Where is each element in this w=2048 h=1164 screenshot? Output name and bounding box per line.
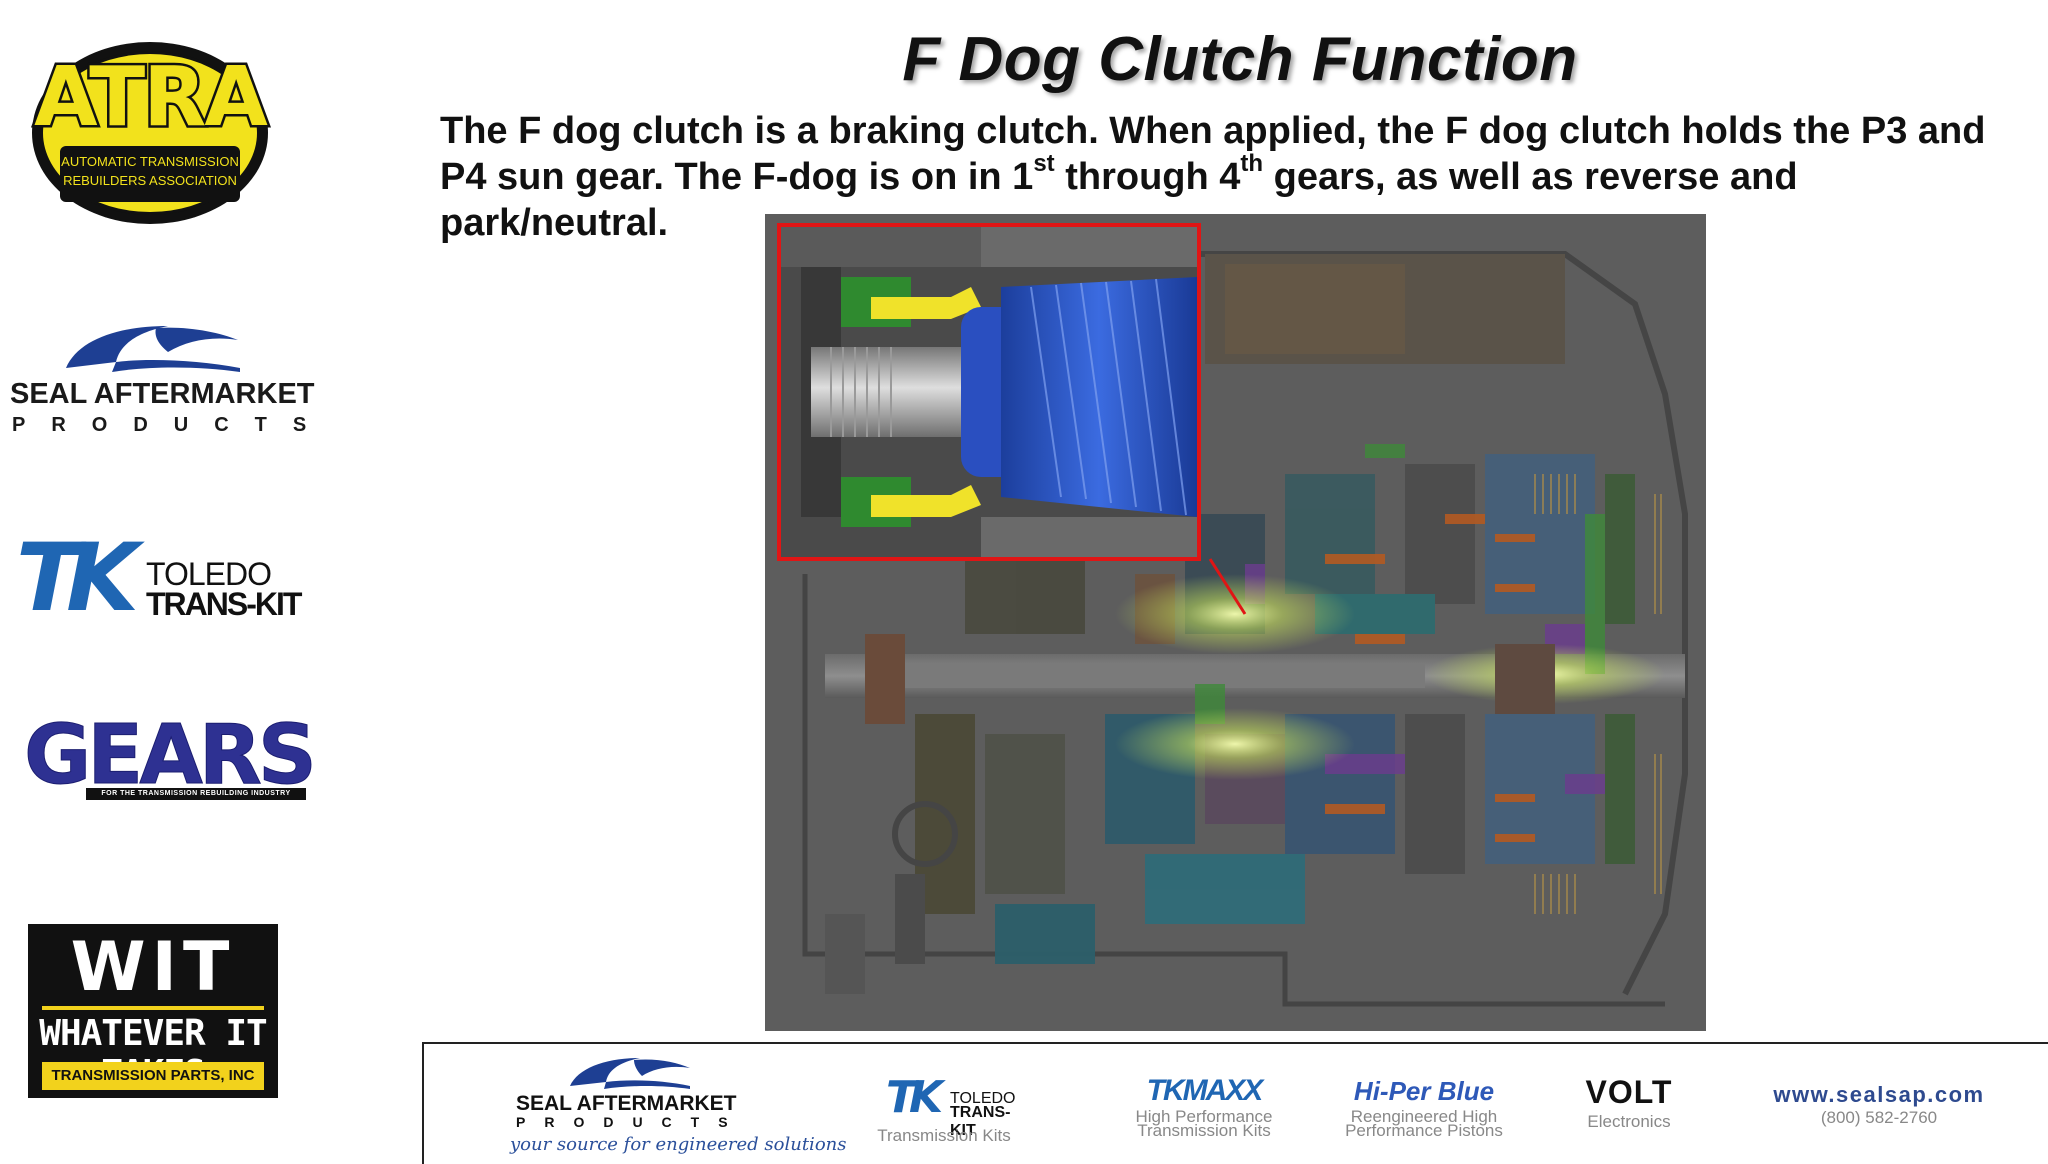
footer-ttk-caption: Transmission Kits xyxy=(877,1126,1011,1145)
footer-seal-swoosh-icon xyxy=(570,1058,690,1089)
seal-name: SEAL AFTERMARKET xyxy=(10,378,315,410)
footer-hiper-caption: Reengineered High Performance Pistons xyxy=(1334,1107,1514,1140)
wit-divider xyxy=(42,1006,264,1010)
wit-logo: WIT WHATEVER IT TAKES TRANSMISSION PARTS… xyxy=(28,924,278,1098)
atra-subtitle: AUTOMATIC TRANSMISSION REBUILDERS ASSOCI… xyxy=(60,152,240,190)
ttk-line1: TOLEDO xyxy=(146,556,272,592)
footer-seal-name: SEAL AFTERMARKET xyxy=(516,1092,737,1115)
footer-seal-products: PRODUCTS xyxy=(516,1114,747,1130)
atra-logo: ATRA ATRA AUTOMATIC TRANSMISSION REBUILD… xyxy=(32,42,271,224)
atra-subtitle-line2: REBUILDERS ASSOCIATION xyxy=(63,173,237,188)
footer-hiper-caption2: Performance Pistons xyxy=(1345,1121,1503,1140)
atra-word: ATRA xyxy=(34,50,268,145)
atra-subtitle-line1: AUTOMATIC TRANSMISSION xyxy=(61,154,239,169)
wit-sub: TRANSMISSION PARTS, INC xyxy=(42,1062,264,1090)
toledo-trans-kit-logo: TK TOLEDO TRANS-KIT xyxy=(16,524,306,633)
footer-tkmaxx-caption2: Transmission Kits xyxy=(1137,1121,1271,1140)
atra-band xyxy=(60,146,240,202)
sun-gear-inset xyxy=(777,223,1201,561)
body-sup-1: st xyxy=(1033,150,1055,178)
footer-phone: (800) 582-2760 xyxy=(1820,1108,1938,1127)
body-sup-2: th xyxy=(1240,150,1264,178)
body-part-1: The F dog clutch is a braking clutch. Wh… xyxy=(440,110,1986,198)
slide-title: F Dog Clutch Function xyxy=(902,25,1578,94)
gears-tagline: FOR THE TRANSMISSION REBUILDING INDUSTRY xyxy=(86,788,306,800)
seal-swoosh-icon xyxy=(66,326,240,372)
footer-website-url: www.sealsap.com xyxy=(1773,1082,1985,1107)
footer-brand-bar: SEAL AFTERMARKET PRODUCTS your source fo… xyxy=(422,1042,2048,1164)
ttk-mark: TK xyxy=(16,524,139,633)
slide-body-text: The F dog clutch is a braking clutch. Wh… xyxy=(440,108,2030,246)
footer-tkmaxx-caption: High Performance Transmission Kits xyxy=(1124,1107,1284,1140)
footer-ttk-line1: TOLEDO xyxy=(950,1090,1016,1107)
wit-word: WIT xyxy=(70,928,236,1007)
footer-hiper-caption1: Reengineered High xyxy=(1350,1107,1498,1126)
footer-seal-logo: SEAL AFTERMARKET PRODUCTS your source fo… xyxy=(510,1052,846,1155)
footer-seal-slogan: your source for engineered solutions xyxy=(510,1134,847,1155)
seal-products: PRODUCTS xyxy=(12,414,333,436)
body-part-2: through 4 xyxy=(1054,156,1241,198)
ttk-line2: TRANS-KIT xyxy=(146,586,302,622)
footer-tkmaxx-caption1: High Performance xyxy=(1135,1107,1273,1126)
gears-word: GEARS xyxy=(24,708,318,804)
footer-ttk-mark: TK xyxy=(886,1072,943,1123)
footer-volt-mark: VOLT xyxy=(1585,1074,1673,1110)
body-part-3: gears, as well as reverse and park/neutr… xyxy=(440,156,1798,244)
seal-aftermarket-logo: SEAL AFTERMARKET PRODUCTS xyxy=(8,318,315,438)
footer-ttk-line2: TRANS-KIT xyxy=(950,1104,1011,1139)
footer-tkmaxx-mark: TKMAXX xyxy=(1146,1074,1264,1107)
atra-word-outline: ATRA xyxy=(32,50,271,145)
footer-hiper-mark: Hi-Per Blue xyxy=(1353,1076,1495,1106)
gears-logo: GEARS FOR THE TRANSMISSION REBUILDING IN… xyxy=(24,708,318,806)
footer-volt-caption: Electronics xyxy=(1587,1112,1671,1131)
